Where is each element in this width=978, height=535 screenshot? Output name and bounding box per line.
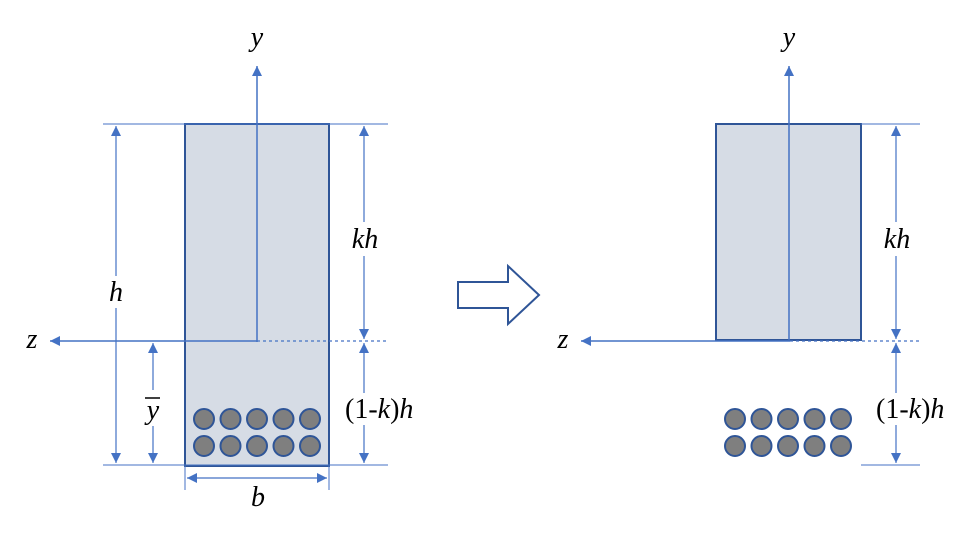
rebar-circle [193, 408, 215, 430]
rebar-circle [777, 408, 799, 430]
rebar-circle [219, 435, 242, 457]
rebar-circle [246, 408, 268, 430]
rebar-circle [724, 435, 746, 457]
one-minus-k-h-label: (1-k)h [876, 394, 944, 425]
kh-label: kh [884, 224, 910, 255]
rebar-circle [830, 435, 852, 457]
y-axis-label: y [248, 22, 264, 53]
z-axis-label: z [26, 324, 38, 355]
h-label: h [109, 277, 123, 308]
rebar-circle [272, 435, 295, 457]
rebar-circle [299, 435, 321, 457]
rebar-circle [193, 435, 215, 457]
rebar-group [193, 408, 321, 457]
rebar-circle [803, 435, 826, 457]
y-axis-label: y [780, 22, 796, 53]
cracked-section: y z kh (1-k)h [557, 22, 974, 466]
kh-label: kh [352, 224, 378, 255]
rebar-circle [750, 408, 773, 430]
rebar-group [724, 408, 852, 457]
rebar-circle [219, 408, 242, 430]
ybar-label: y [144, 395, 160, 426]
z-axis-label: z [557, 324, 569, 355]
rebar-circle [724, 408, 746, 430]
rebar-circle [272, 408, 295, 430]
rebar-circle [299, 408, 321, 430]
rebar-circle [803, 408, 826, 430]
b-label: b [251, 482, 265, 513]
right-arrow-icon [457, 263, 541, 327]
rebar-circle [246, 435, 268, 457]
full-section: y z h y kh (1-k)h b [26, 22, 443, 513]
rebar-circle [750, 435, 773, 457]
rebar-circle [830, 408, 852, 430]
one-minus-k-h-label: (1-k)h [345, 394, 413, 425]
rebar-circle [777, 435, 799, 457]
